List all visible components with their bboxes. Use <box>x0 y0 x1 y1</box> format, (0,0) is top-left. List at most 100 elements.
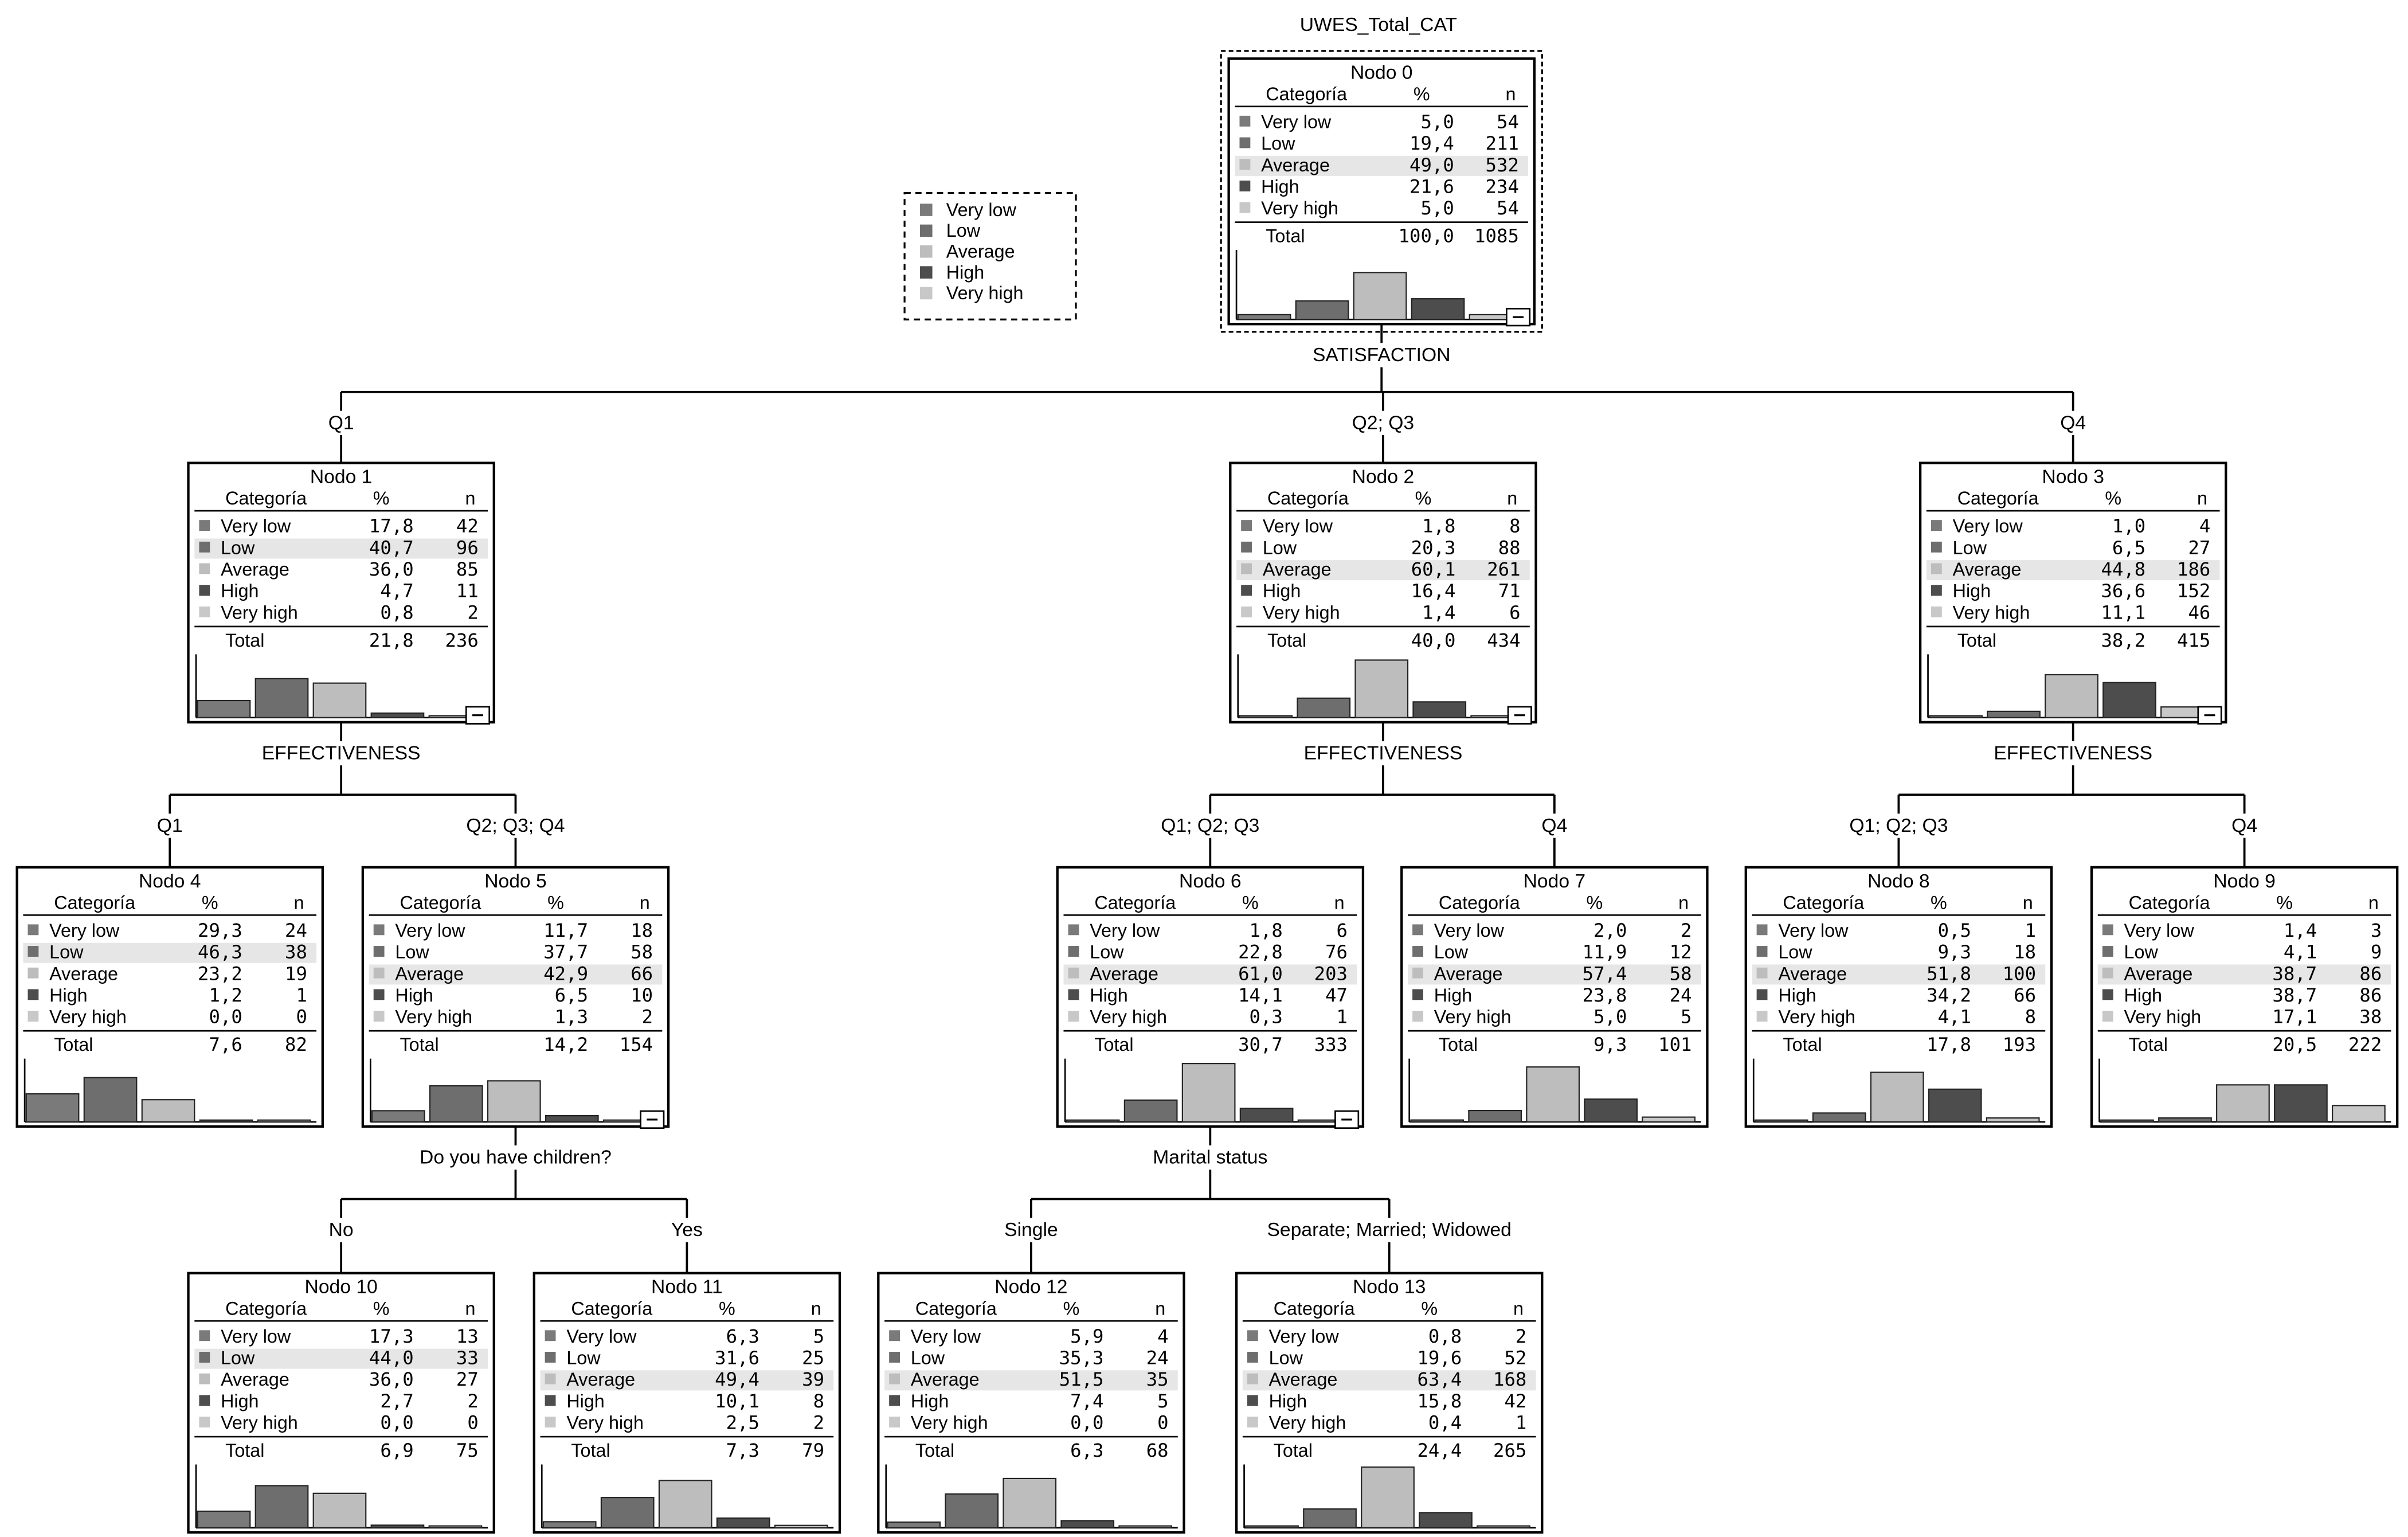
category-swatch <box>199 585 210 596</box>
category-swatch <box>1931 563 1942 574</box>
n-value: 24 <box>1146 1347 1169 1369</box>
category-swatch <box>1756 967 1768 979</box>
category-label: Very low <box>911 1326 981 1347</box>
category-swatch <box>889 1395 900 1406</box>
histogram-bar-low <box>1812 1112 1866 1123</box>
total-label: Total <box>400 1034 438 1055</box>
percent-value: 4,1 <box>2284 941 2317 963</box>
header-category: Categoría <box>1274 1298 1355 1319</box>
header-category: Categoría <box>1783 892 1864 913</box>
histogram-bar-average <box>1354 659 1409 718</box>
n-value: 6 <box>1337 920 1348 941</box>
header-category: Categoría <box>400 892 481 913</box>
node-title: Nodo 3 <box>2042 467 2104 488</box>
percent-value: 0,3 <box>1250 1006 1283 1028</box>
modal-row-highlight <box>2097 964 2391 985</box>
percent-value: 0,5 <box>1938 920 1971 941</box>
n-value: 86 <box>2359 963 2382 984</box>
collapse-toggle-button[interactable] <box>465 706 491 725</box>
legend-box <box>903 191 1077 320</box>
histogram-bar-very-low <box>1237 314 1291 320</box>
percent-value: 35,3 <box>1059 1347 1104 1369</box>
total-n: 222 <box>2348 1034 2382 1055</box>
branch-label-bg <box>323 410 359 436</box>
n-value: 46 <box>2188 601 2210 623</box>
histogram-bar-very-low <box>1754 1119 1808 1123</box>
branch-label: Q1; Q2; Q3 <box>1849 815 1948 836</box>
histogram-bar-high <box>1928 1088 1982 1123</box>
total-label: Total <box>571 1440 610 1461</box>
category-swatch <box>1239 180 1251 191</box>
n-value: 27 <box>2188 537 2210 558</box>
percent-value: 21,6 <box>1409 175 1454 197</box>
percent-value: 1,3 <box>555 1006 588 1028</box>
node-box <box>877 1272 1185 1534</box>
header-n: n <box>1506 84 1516 104</box>
total-percent: 30,7 <box>1238 1034 1283 1055</box>
histogram-bar-high <box>199 1119 253 1123</box>
category-swatch <box>1241 541 1252 553</box>
category-swatch <box>1239 115 1251 127</box>
total-n: 79 <box>802 1440 824 1461</box>
total-label: Total <box>54 1034 93 1055</box>
modal-row-highlight <box>369 964 663 985</box>
collapse-toggle-button[interactable] <box>1506 308 1531 327</box>
percent-value: 10,1 <box>715 1390 759 1412</box>
category-swatch <box>2102 989 2113 1000</box>
n-value: 54 <box>1497 111 1519 132</box>
percent-value: 22,8 <box>1238 941 1283 963</box>
header-percent: % <box>2105 488 2121 509</box>
n-value: 261 <box>1487 558 1520 580</box>
collapse-box <box>1506 308 1531 327</box>
header-percent: % <box>547 892 564 913</box>
total-percent: 6,3 <box>1070 1440 1103 1461</box>
histogram-bar-very-low <box>1410 1119 1465 1123</box>
category-label: High <box>1434 985 1472 1006</box>
split-variable-label: EFFECTIVENESS <box>1304 742 1463 764</box>
branch-label-bg <box>1156 814 1264 838</box>
histogram-bar-very-low <box>2100 1119 2154 1123</box>
category-label: Average <box>1778 963 1847 984</box>
collapse-toggle-button[interactable] <box>640 1110 665 1129</box>
percent-value: 1,8 <box>1422 515 1455 537</box>
histogram-bar-low <box>600 1497 655 1528</box>
header-category: Categoría <box>1439 892 1520 913</box>
percent-value: 14,1 <box>1238 984 1283 1006</box>
histogram-bar-high <box>1412 701 1467 718</box>
category-swatch <box>1931 520 1942 531</box>
branch-label: Yes <box>671 1219 703 1241</box>
histogram-bar-very-high <box>2332 1105 2386 1123</box>
percent-value: 61,0 <box>1238 963 1283 984</box>
category-label: Very high <box>1263 602 1340 623</box>
histogram-bar-high <box>545 1115 599 1123</box>
collapse-toggle-button[interactable] <box>2197 706 2222 725</box>
category-label: High <box>2124 985 2162 1006</box>
percent-value: 36,0 <box>369 558 414 580</box>
category-swatch <box>2102 924 2113 936</box>
collapse-toggle-button[interactable] <box>1507 706 1532 725</box>
total-n: 154 <box>620 1034 653 1055</box>
category-label: Low <box>395 942 429 963</box>
tree-title: UWES_Total_CAT <box>1300 14 1457 36</box>
category-label: Very high <box>2124 1007 2202 1027</box>
collapse-toggle-button[interactable] <box>1334 1110 1360 1129</box>
header-n: n <box>465 488 475 509</box>
category-swatch <box>1412 989 1423 1000</box>
percent-value: 5,9 <box>1070 1325 1103 1347</box>
category-label: Very high <box>49 1007 127 1027</box>
